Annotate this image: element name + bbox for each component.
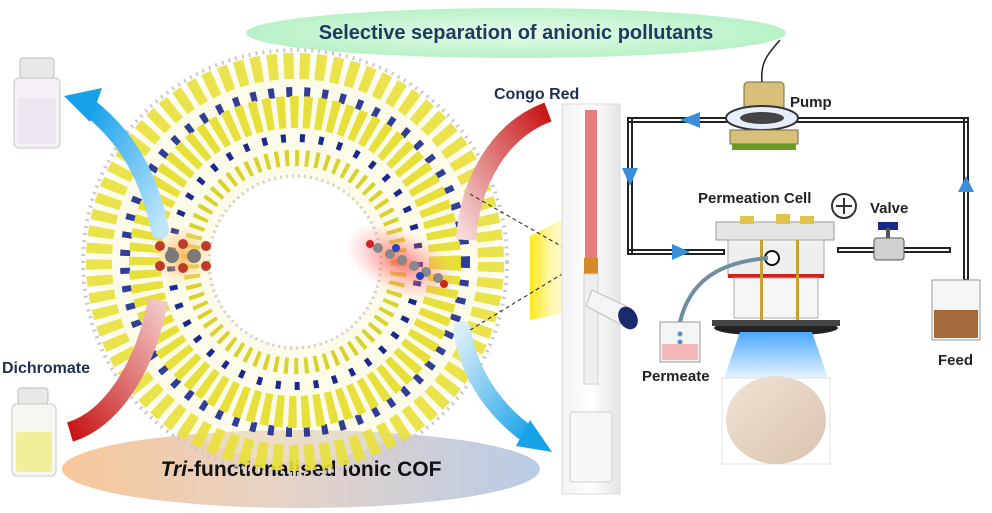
blue-arrow-bottom-right — [453, 321, 539, 445]
label-valve: Valve — [870, 200, 909, 217]
red-arrow-top-right — [456, 102, 552, 241]
label-pump: Pump — [790, 94, 832, 111]
vial-dichromate — [11, 387, 57, 477]
cof-label-ellipse — [62, 430, 540, 508]
vial-top — [13, 57, 61, 149]
label-congo-red: Congo Red — [494, 86, 580, 103]
label-dichromate: Dichromate — [2, 360, 91, 377]
blue-arrow-top-left — [81, 99, 169, 239]
dichromate-molecule — [150, 224, 214, 288]
permeate-tube — [678, 256, 769, 323]
label-feed: Feed — [938, 352, 974, 369]
cof-label-italic: Tri — [160, 458, 188, 481]
congo-red-molecule — [343, 223, 457, 301]
permeation-cell — [712, 193, 857, 378]
permeate-beaker — [659, 321, 701, 363]
red-arrow-bottom-left — [66, 298, 168, 442]
blue-arrow-top-left-head — [64, 88, 102, 122]
blue-arrow-bottom-right-head — [516, 420, 552, 452]
valve — [873, 222, 905, 261]
flow-arrow-bottom — [672, 244, 690, 260]
pump — [725, 39, 799, 150]
feed-beaker — [931, 279, 981, 341]
separation-column — [469, 103, 638, 495]
title: Selective separation of anionic pollutan… — [318, 22, 714, 44]
cof-framework — [81, 48, 509, 476]
flow-arrow-left — [622, 168, 638, 186]
label-permeation-cell: Permeation Cell — [698, 190, 812, 207]
label-permeate: Permeate — [642, 368, 710, 385]
flow-arrow-right — [958, 176, 974, 192]
membrane-photo — [721, 376, 831, 465]
title-ellipse — [246, 8, 786, 58]
flow-arrow-top — [680, 112, 700, 128]
